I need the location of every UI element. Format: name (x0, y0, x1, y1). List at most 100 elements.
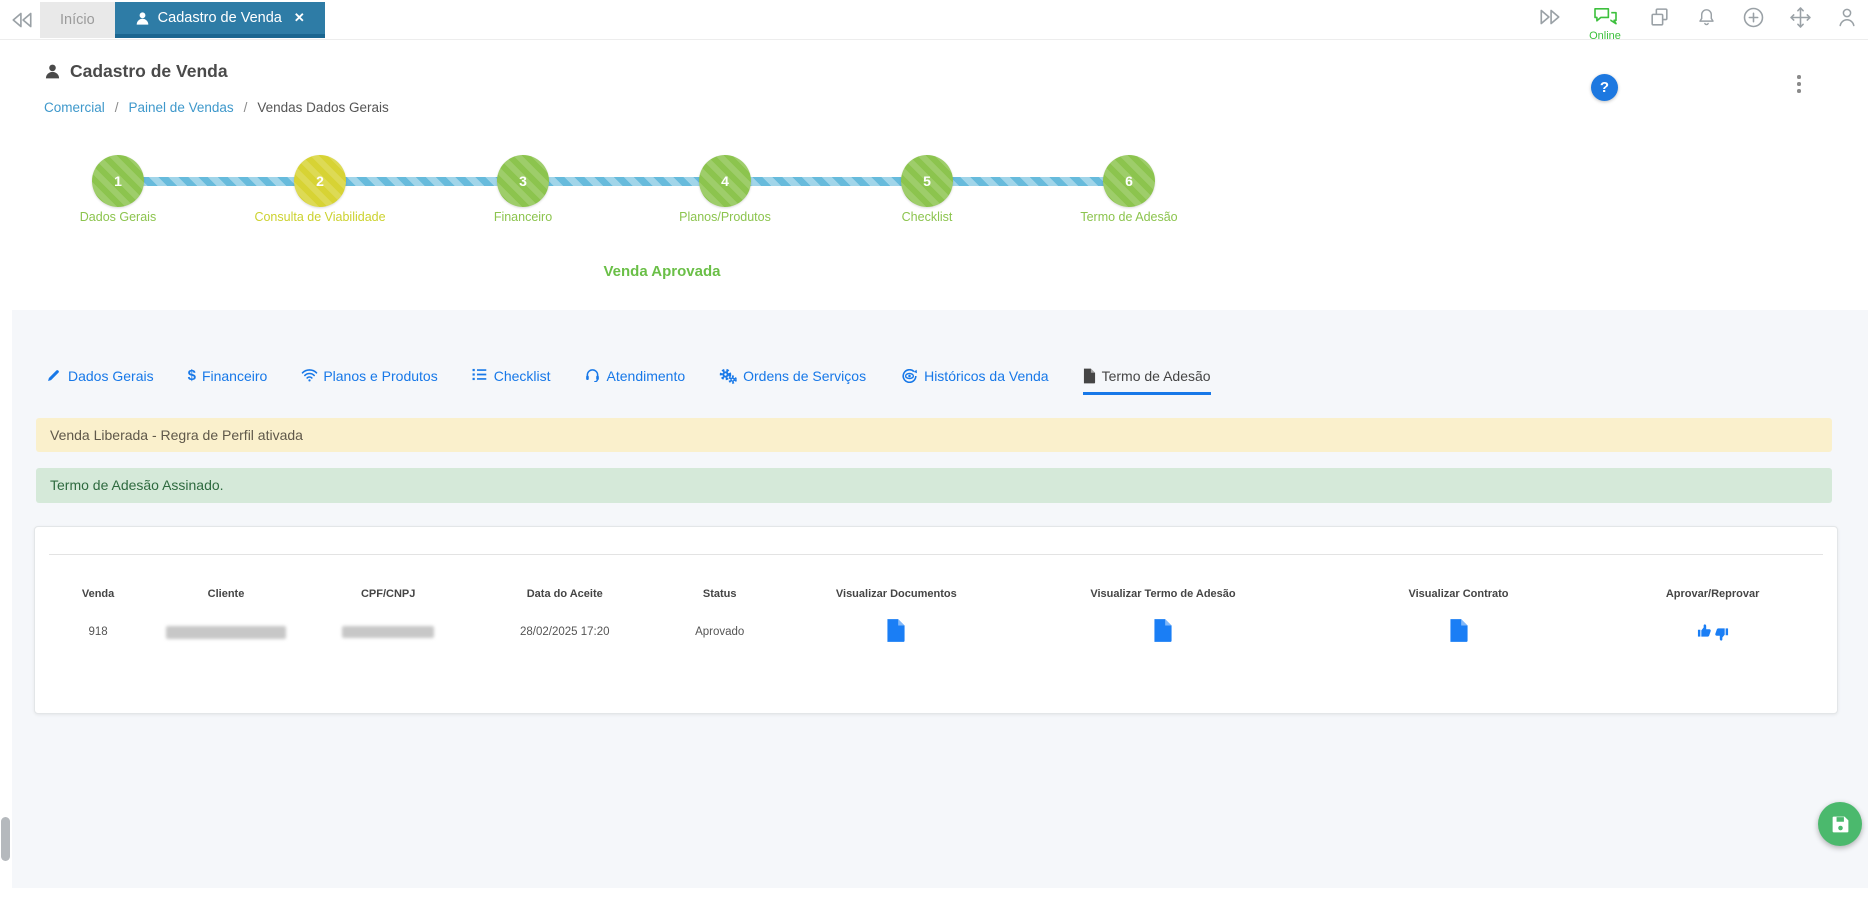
warning-banner: Venda Liberada - Regra de Perfil ativada (36, 418, 1832, 452)
redacted-cpf-value (342, 625, 435, 638)
col-venda: Venda (81, 588, 115, 600)
online-status-label: Online (1589, 30, 1621, 42)
adhesion-term-table: Venda Cliente CPF/CNPJ Data do Aceite St… (35, 583, 1837, 659)
tab-label: Dados Gerais (68, 368, 154, 384)
topbar-icon-group: Online (1538, 6, 1860, 42)
tab-dados-gerais[interactable]: Dados Gerais (46, 368, 154, 395)
close-tab-icon[interactable]: ✕ (293, 10, 305, 25)
page-title-text: Cadastro de Venda (70, 61, 228, 81)
redacted-cliente-value (165, 625, 286, 639)
headset-icon (585, 368, 601, 384)
cell-visualizar-contrato (1329, 605, 1588, 659)
table-header-row: Venda Cliente CPF/CNPJ Data do Aceite St… (35, 583, 1837, 605)
tab-planos-e-produtos[interactable]: Planos e Produtos (301, 368, 438, 395)
step-5-circle[interactable]: 5 (901, 155, 953, 207)
kebab-menu-icon[interactable] (1797, 75, 1801, 93)
step-2-label: Consulta de Viabilidade (254, 210, 386, 224)
step-1-circle[interactable]: 1 (92, 155, 144, 207)
chat-icon[interactable] (1593, 6, 1617, 30)
file-icon (1083, 368, 1096, 384)
card-divider (49, 554, 1823, 555)
col-status: Status (702, 588, 737, 600)
save-floppy-icon (1830, 814, 1851, 835)
tab-label: Históricos da Venda (924, 368, 1049, 384)
user-profile-icon[interactable] (1836, 6, 1860, 30)
tab-label: Atendimento (606, 368, 686, 384)
breadcrumb-current: Vendas Dados Gerais (257, 100, 389, 115)
tab-label: Ordens de Serviços (743, 368, 867, 384)
success-banner: Termo de Adesão Assinado. (36, 468, 1832, 503)
left-scrollbar-thumb[interactable] (1, 817, 10, 861)
step-5-number: 5 (923, 173, 931, 189)
step-5-label: Checklist (901, 210, 953, 224)
step-2-number: 2 (316, 173, 324, 189)
view-contract-icon[interactable] (1449, 618, 1469, 643)
history-eye-icon (900, 369, 918, 383)
view-adhesion-term-icon[interactable] (1153, 618, 1173, 643)
approve-reject-controls (1697, 623, 1729, 641)
step-3-label: Financeiro (493, 210, 553, 224)
window-tabs: Início Cadastro de Venda ✕ (40, 2, 325, 38)
chat-status-widget[interactable]: Online (1585, 6, 1625, 42)
copy-pages-icon[interactable] (1648, 6, 1672, 30)
person-icon (135, 11, 150, 26)
tab-label: Planos e Produtos (323, 368, 438, 384)
cell-aprovar-reprovar (1588, 605, 1837, 659)
cell-visualizar-documentos (795, 605, 997, 659)
tab-termo-de-adesao[interactable]: Termo de Adesão (1082, 368, 1211, 395)
step-1-number: 1 (114, 173, 122, 189)
cell-cliente (161, 605, 291, 659)
stepper-connector (118, 177, 1129, 186)
tab-checklist[interactable]: Checklist (472, 368, 551, 395)
breadcrumb-separator: / (114, 100, 119, 115)
save-button[interactable] (1818, 802, 1862, 846)
cell-cpf-cnpj (291, 605, 486, 659)
tab-ordens-de-servicos[interactable]: Ordens de Serviços (719, 368, 866, 395)
cell-data-aceite: 28/02/2025 17:20 (519, 626, 610, 638)
cell-visualizar-termo (997, 605, 1329, 659)
breadcrumb-comercial[interactable]: Comercial (44, 100, 105, 115)
view-documents-icon[interactable] (886, 618, 906, 643)
detail-tab-bar: Dados Gerais $ Financeiro Planos e Produ… (46, 367, 1211, 395)
step-4-circle[interactable]: 4 (699, 155, 751, 207)
cell-status: Aprovado (695, 626, 745, 638)
step-2-circle[interactable]: 2 (294, 155, 346, 207)
content-panel: Dados Gerais $ Financeiro Planos e Produ… (12, 310, 1868, 888)
tab-atendimento[interactable]: Atendimento (585, 368, 686, 395)
thumbs-down-icon[interactable] (1714, 627, 1729, 642)
cell-venda: 918 (88, 626, 108, 638)
step-6-number: 6 (1125, 173, 1133, 189)
breadcrumb-painel-de-vendas[interactable]: Painel de Vendas (128, 100, 234, 115)
table-row: 918 28/02/2025 17:20 Aprovado (35, 605, 1837, 659)
step-6-circle[interactable]: 6 (1103, 155, 1155, 207)
collapse-tabs-icon[interactable] (10, 9, 34, 31)
adhesion-term-card: Venda Cliente CPF/CNPJ Data do Aceite St… (34, 526, 1838, 714)
pencil-icon (46, 368, 62, 384)
fast-forward-icon[interactable] (1538, 6, 1562, 30)
window-top-bar: Início Cadastro de Venda ✕ (0, 0, 1868, 42)
plus-circle-icon[interactable] (1742, 6, 1766, 30)
list-icon (472, 368, 488, 384)
tab-inicio[interactable]: Início (40, 2, 115, 38)
breadcrumb-separator: / (243, 100, 248, 115)
tab-historicos-da-venda[interactable]: Históricos da Venda (900, 368, 1049, 395)
step-6-label: Termo de Adesão (1080, 210, 1178, 224)
step-1-label: Dados Gerais (79, 210, 157, 224)
tab-cadastro-de-venda[interactable]: Cadastro de Venda ✕ (114, 2, 325, 38)
dollar-icon: $ (187, 367, 196, 384)
help-button[interactable]: ? (1591, 74, 1618, 101)
tab-cadastro-label: Cadastro de Venda (157, 10, 282, 26)
tab-label: Termo de Adesão (1101, 368, 1211, 384)
tab-financeiro[interactable]: $ Financeiro (188, 367, 268, 395)
tab-label: Financeiro (201, 367, 268, 384)
col-visualizar-termo: Visualizar Termo de Adesão (1090, 588, 1236, 600)
move-arrows-icon[interactable] (1789, 6, 1813, 30)
col-cpf-cnpj: CPF/CNPJ (360, 588, 416, 600)
step-3-circle[interactable]: 3 (497, 155, 549, 207)
thumbs-up-icon[interactable] (1697, 623, 1712, 638)
step-3-number: 3 (519, 173, 527, 189)
step-4-label: Planos/Produtos (679, 210, 771, 224)
bell-icon[interactable] (1695, 6, 1719, 30)
gears-icon (719, 368, 737, 384)
person-icon (44, 63, 61, 80)
